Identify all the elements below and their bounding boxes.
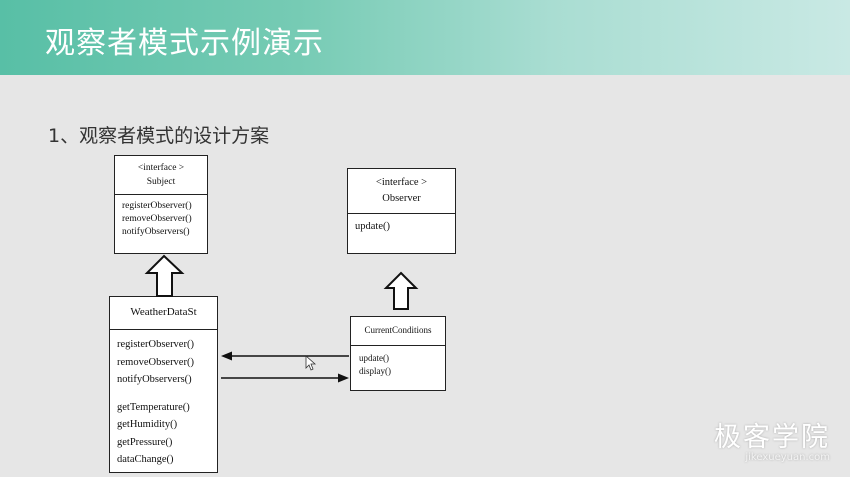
subject-interface-box: <interface > Subject registerObserver() … — [114, 155, 208, 254]
currentconditions-class-box: CurrentConditions update() display() — [350, 316, 446, 391]
watermark: 极客学院 jikexueyuan.com — [714, 415, 830, 463]
subject-method: removeObserver() — [122, 214, 192, 224]
weatherdata-method: removeObserver() — [117, 356, 194, 368]
observer-header: <interface > Observer — [348, 169, 455, 214]
weatherdata-name: WeatherDataSt — [110, 297, 217, 330]
weatherdata-methods: registerObserver() removeObserver() noti… — [110, 330, 217, 469]
subject-method: notifyObservers() — [122, 227, 190, 237]
observer-method: update() — [355, 221, 390, 232]
weatherdata-method: registerObserver() — [117, 339, 194, 350]
implements-arrow-subject — [144, 254, 185, 297]
association-arrow-to-currentconditions — [221, 373, 349, 383]
currentconditions-method: display() — [359, 366, 391, 376]
slide-title: 观察者模式示例演示 — [45, 26, 324, 61]
subject-stereotype: <interface > — [137, 163, 185, 173]
weatherdata-method: notifyObservers() — [117, 374, 192, 385]
observer-methods: update() — [348, 214, 455, 234]
weatherdata-method: dataChange() — [117, 454, 174, 465]
currentconditions-name: CurrentConditions — [351, 317, 445, 346]
implements-arrow-observer — [383, 271, 419, 310]
weatherdata-method: getPressure() — [117, 436, 173, 448]
subject-header: <interface > Subject — [115, 156, 207, 195]
mouse-cursor-icon — [305, 355, 317, 371]
subject-methods: registerObserver() removeObserver() noti… — [115, 195, 207, 239]
observer-name: Observer — [382, 193, 421, 204]
title-banner: 观察者模式示例演示 — [0, 0, 850, 75]
weatherdata-method: getHumidity() — [117, 419, 178, 430]
association-arrow-to-weatherdata — [221, 351, 349, 361]
slide-subtitle: 1、观察者模式的设计方案 — [48, 125, 270, 147]
observer-interface-box: <interface > Observer update() — [347, 168, 456, 254]
currentconditions-methods: update() display() — [351, 346, 445, 378]
weatherdata-method: getTemperature() — [117, 401, 190, 413]
watermark-url: jikexueyuan.com — [745, 452, 830, 463]
watermark-brand: 极客学院 — [714, 422, 830, 453]
subject-name: Subject — [146, 177, 176, 187]
subject-method: registerObserver() — [122, 201, 192, 211]
currentconditions-method: update() — [359, 353, 389, 363]
observer-stereotype: <interface > — [375, 177, 428, 188]
